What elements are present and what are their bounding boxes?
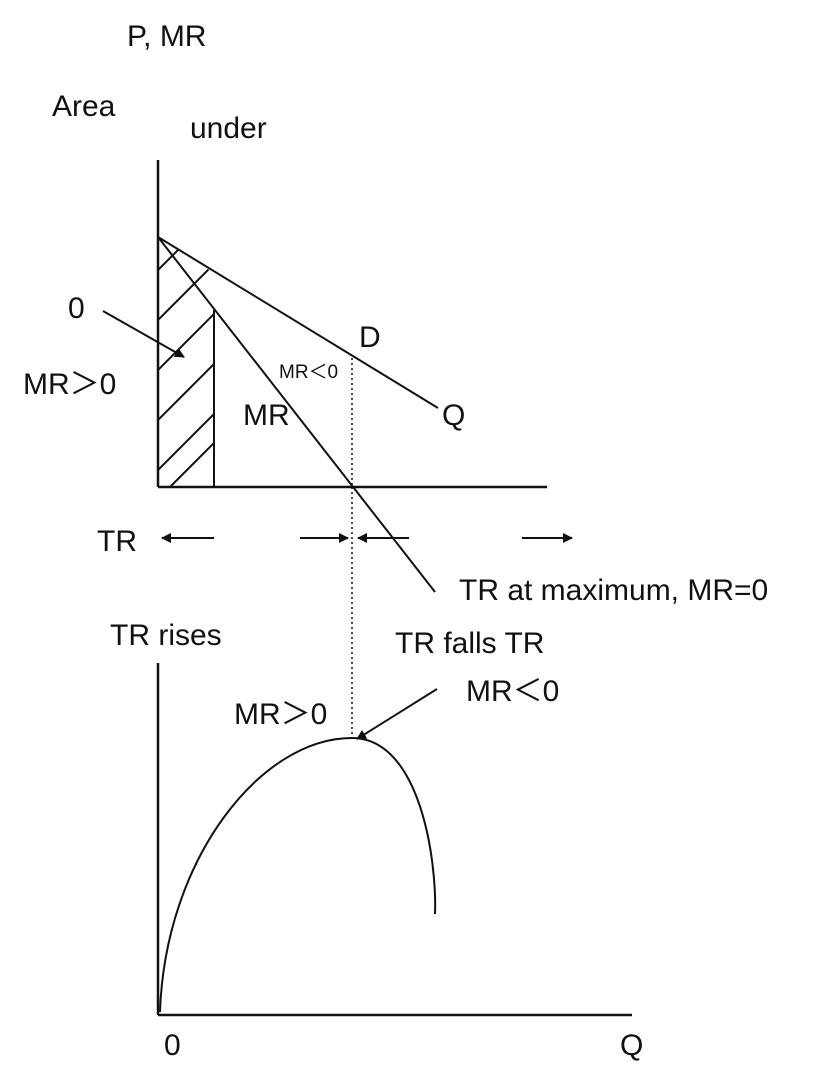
mr-curve-label: MR [243, 399, 290, 432]
under-label: under [190, 112, 267, 145]
tr-curve [159, 736, 437, 1013]
zero-pointer-arrow [102, 310, 185, 358]
tr-falls-label: TR falls TR [395, 627, 544, 660]
mr-lt-0-small-label: MR＜0 [279, 362, 338, 383]
demand-curve [157, 236, 439, 409]
mr-lt-0-pointer-arrow [356, 688, 438, 740]
q-axis-label: Q [620, 1029, 643, 1062]
p-mr-axis-label: P, MR [127, 20, 206, 53]
demand-q-label: Q [442, 399, 465, 432]
mr-curve [157, 236, 436, 593]
demand-label: D [359, 321, 381, 354]
tr-at-max-label: TR at maximum, MR=0 [459, 574, 768, 607]
origin-label: 0 [164, 1029, 181, 1062]
mr-gt-0-label-left: MR＞0 [23, 368, 116, 401]
hatch-line [169, 442, 214, 487]
hatch-line [158, 413, 214, 471]
tr-rises-label: TR rises [110, 619, 222, 652]
mr-gt-0-label-bottom: MR＞0 [234, 698, 327, 731]
zero-label-top: 0 [68, 292, 85, 325]
tr-arrows-label: TR [97, 525, 137, 558]
area-label: Area [52, 90, 116, 123]
mr-lt-0-label-bottom: MR＜0 [466, 675, 559, 708]
hatch-line [158, 263, 214, 321]
hatch-line [158, 313, 214, 371]
hatch-line [158, 363, 214, 421]
